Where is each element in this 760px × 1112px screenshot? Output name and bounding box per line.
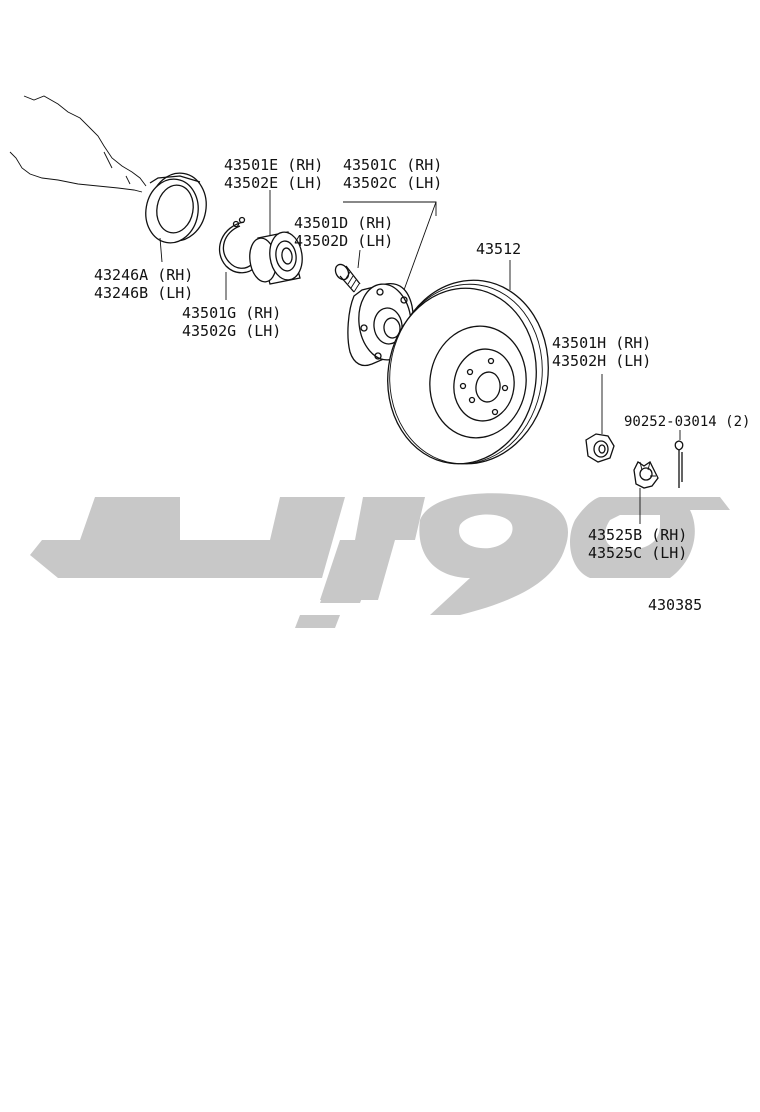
label-nut-lock-cap-lh: 43525C (LH) (588, 544, 687, 562)
label-hub-assembly-lh: 43502C (LH) (343, 174, 442, 192)
label-snap-ring-rh: 43501G (RH) (182, 304, 281, 322)
label-hub-nut-lh: 43502H (LH) (552, 352, 651, 370)
label-cotter-pin: 90252-03014 (2) (624, 414, 750, 430)
label-hub-bolt-rh: 43501D (RH) (294, 214, 393, 232)
leader-hub-assembly (343, 201, 437, 291)
axle-knuckle-outline (9, 95, 147, 193)
label-brake-disc: 43512 (476, 240, 521, 258)
watermark-logo (30, 493, 730, 628)
label-hub-bearing-lh: 43502E (LH) (224, 174, 323, 192)
label-hub-nut-rh: 43501H (RH) (552, 334, 651, 352)
nut-lock-cap (633, 461, 659, 489)
label-hub-bolt-lh: 43502D (LH) (294, 232, 393, 250)
leader-hub-bolt (357, 249, 361, 269)
hub-bolt (334, 263, 361, 293)
cotter-pin (674, 440, 684, 488)
label-dust-deflector-rh: 43246A (RH) (94, 266, 193, 284)
dust-deflector (145, 172, 207, 244)
label-dust-deflector-lh: 43246B (LH) (94, 284, 193, 302)
snap-ring (218, 216, 257, 274)
diagram-code: 430385 (648, 596, 702, 614)
label-nut-lock-cap-rh: 43525B (RH) (588, 526, 687, 544)
label-snap-ring-lh: 43502G (LH) (182, 322, 281, 340)
hub-bearing (249, 231, 303, 285)
hub-nut (585, 433, 615, 463)
label-hub-assembly-rh: 43501C (RH) (343, 156, 442, 174)
label-hub-bearing-rh: 43501E (RH) (224, 156, 323, 174)
brake-disc (387, 279, 549, 465)
leader-dust-deflector (159, 237, 163, 263)
